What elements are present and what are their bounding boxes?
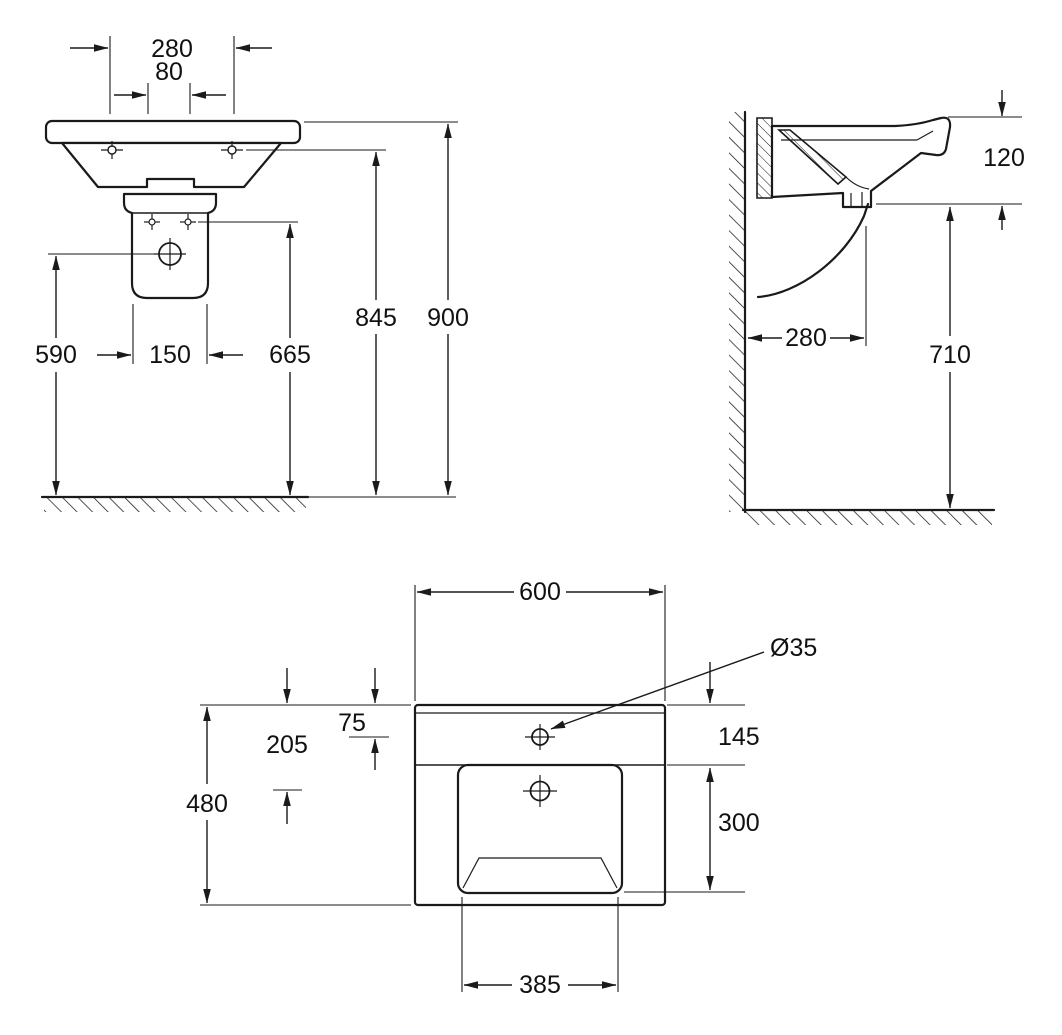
plan-dim-75-label: 75: [338, 709, 366, 737]
plan-dim-385-label: 385: [519, 971, 561, 999]
plan-view: 600 Ø35 75 205 480: [186, 578, 817, 999]
bowl-bottom-plan: [462, 857, 618, 889]
plan-dim-600-label: 600: [519, 578, 561, 606]
drain-hole-plan: [523, 775, 557, 807]
bowl-outline-plan: [456, 763, 624, 895]
ground-side: [741, 508, 996, 525]
plan-dim-75: 75: [338, 668, 389, 770]
tap-hole-right-front: [221, 141, 243, 159]
front-dim-590-label: 590: [35, 341, 77, 369]
front-dim-80: 80: [114, 58, 226, 114]
front-dim-900-label: 900: [427, 304, 469, 332]
fixing-hole-right: [180, 214, 196, 230]
side-dim-120: 120: [876, 90, 1025, 230]
far-rim-front-line: [916, 130, 934, 141]
front-dim-900: 900: [304, 121, 469, 496]
plan-hole-diameter-label: Ø35: [770, 634, 817, 662]
front-dim-845: 845: [246, 149, 397, 496]
front-dim-665-label: 665: [269, 341, 311, 369]
fixing-hole-left: [144, 214, 160, 230]
basin-top-front: [44, 119, 302, 145]
side-dim-280: 280: [747, 226, 867, 352]
semi-pedestal-side-profile: [756, 202, 870, 299]
tap-hole-left-front: [101, 141, 123, 159]
plan-dim-600: 600: [414, 578, 666, 701]
plan-dim-205-label: 205: [266, 731, 308, 759]
plan-dim-145-label: 145: [718, 723, 760, 751]
front-dim-590: 590: [35, 253, 156, 496]
side-dim-120-label: 120: [983, 144, 1025, 172]
front-dim-665: 665: [198, 221, 311, 496]
plan-dim-385: 385: [461, 897, 619, 999]
plan-dim-300-label: 300: [718, 809, 760, 837]
side-dim-710: 710: [929, 206, 971, 509]
front-dim-80-label: 80: [155, 58, 183, 86]
plan-dim-145: 145: [706, 662, 760, 751]
ground-front: [40, 495, 456, 512]
side-dim-280-label: 280: [785, 324, 827, 352]
bowl-bottom-line: [845, 176, 870, 190]
plan-dim-205: 205: [266, 668, 308, 824]
front-dim-845-label: 845: [355, 304, 397, 332]
side-dim-710-label: 710: [929, 341, 971, 369]
plan-hole-callout: Ø35: [550, 634, 817, 730]
side-view: 120 280 710: [729, 90, 1025, 525]
front-dim-280: 280: [70, 35, 272, 114]
front-view: 280 80 845 900 590: [35, 35, 469, 512]
plan-dim-480: 480: [186, 706, 228, 904]
tap-hole-plan: [525, 724, 555, 750]
basin-apron-front: [60, 141, 283, 189]
drain-hole-front: [154, 238, 186, 270]
front-dim-280-label: 280: [151, 35, 193, 63]
front-dim-150: 150: [97, 304, 243, 369]
front-dim-150-label: 150: [149, 341, 191, 369]
plan-dim-480-label: 480: [186, 790, 228, 818]
plan-dim-300: 300: [706, 767, 760, 891]
basin-back-section: [756, 117, 773, 199]
wall-side: [729, 110, 747, 514]
